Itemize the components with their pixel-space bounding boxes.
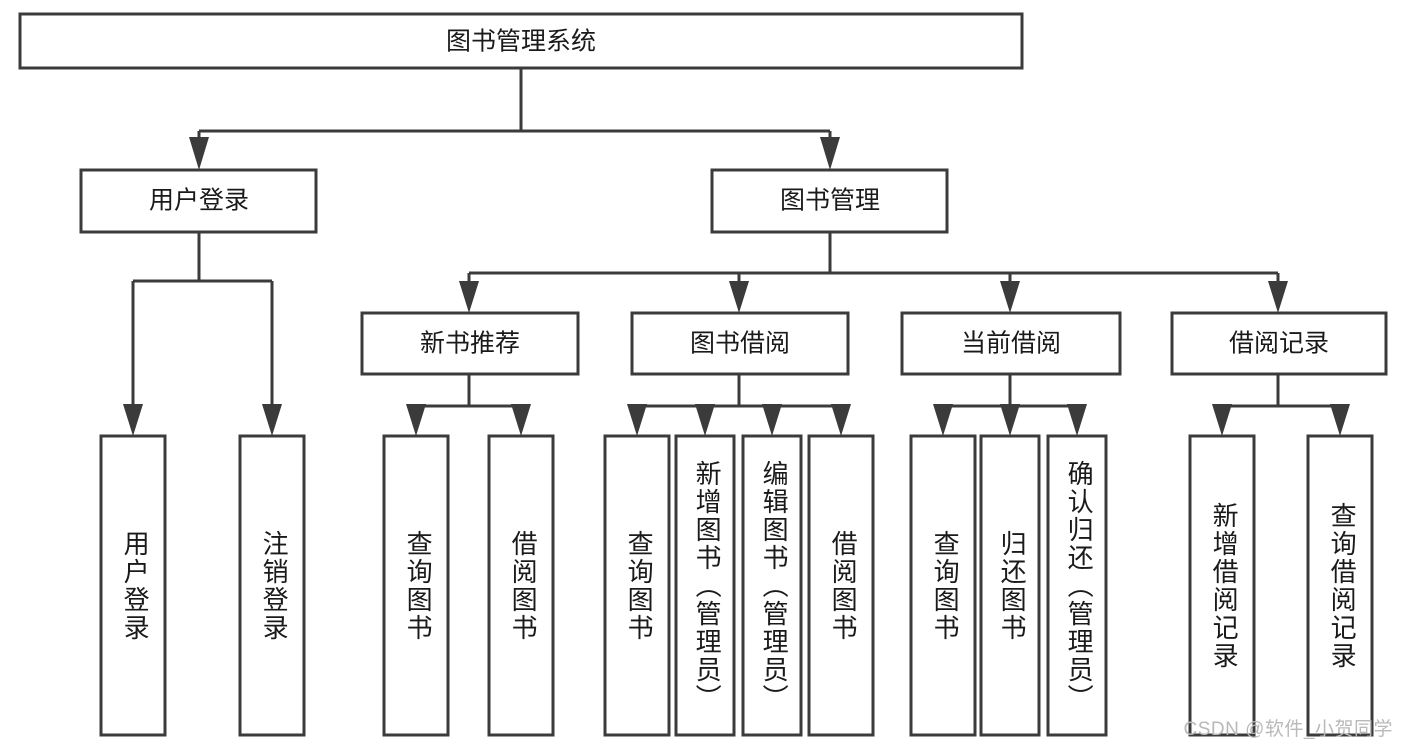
node-leaf-confirm-return-label: 确认归还（管理员） xyxy=(1064,460,1094,712)
arrowhead-leaf-query-book-2 xyxy=(627,404,647,436)
arrowhead-leaf-add-record xyxy=(1212,404,1232,436)
node-leaf-query-book-2-box[interactable] xyxy=(603,434,671,737)
node-book-management[interactable]: 图书管理 xyxy=(710,168,949,234)
node-leaf-query-record[interactable]: 查询借阅记录 xyxy=(1306,434,1374,737)
node-leaf-return-book[interactable]: 归还图书 xyxy=(979,434,1041,737)
connector-layer xyxy=(123,68,1350,436)
node-book-borrow-box[interactable] xyxy=(630,311,850,376)
node-leaf-query-book-3-label: 查询图书 xyxy=(930,530,960,642)
arrowhead-leaf-user-login xyxy=(123,404,143,436)
arrowhead-current-borrow xyxy=(1000,281,1020,313)
node-leaf-query-book-1-box[interactable] xyxy=(382,434,450,737)
node-leaf-query-record-label: 查询借阅记录 xyxy=(1327,502,1357,670)
arrowhead-leaf-return-book xyxy=(1000,404,1020,436)
node-borrow-record[interactable]: 借阅记录 xyxy=(1170,311,1388,376)
node-root[interactable]: 图书管理系统 xyxy=(18,12,1024,70)
node-root-box[interactable] xyxy=(18,12,1024,70)
node-leaf-borrow-book-2-label: 借阅图书 xyxy=(828,530,858,642)
node-new-book-recommend[interactable]: 新书推荐 xyxy=(360,311,580,376)
node-leaf-add-record-box[interactable] xyxy=(1188,434,1256,737)
arrowhead-borrow-record xyxy=(1268,281,1288,313)
arrowhead-leaf-borrow-book-2 xyxy=(831,404,851,436)
arrowhead-book-management xyxy=(820,137,840,170)
arrowhead-leaf-borrow-book-1 xyxy=(511,404,531,436)
node-current-borrow-box[interactable] xyxy=(900,311,1122,376)
node-leaf-query-book-3-box[interactable] xyxy=(909,434,977,737)
arrowhead-leaf-query-record xyxy=(1330,404,1350,436)
arrowhead-leaf-confirm-return xyxy=(1067,404,1087,436)
node-leaf-add-book-label: 新增图书（管理员） xyxy=(692,460,722,712)
node-leaf-borrow-book-1-box[interactable] xyxy=(487,434,555,737)
node-leaf-edit-book[interactable]: 编辑图书（管理员） xyxy=(741,434,803,737)
arrowhead-leaf-add-book xyxy=(695,404,715,436)
node-book-borrow[interactable]: 图书借阅 xyxy=(630,311,850,376)
node-borrow-record-label: 借阅记录 xyxy=(1229,330,1329,358)
arrowhead-leaf-query-book-1 xyxy=(406,404,426,436)
node-user-login-box[interactable] xyxy=(79,168,318,234)
arrowhead-leaf-logout xyxy=(262,404,282,436)
node-leaf-add-book[interactable]: 新增图书（管理员） xyxy=(674,434,736,737)
node-leaf-confirm-return-box[interactable] xyxy=(1046,434,1108,737)
node-leaf-borrow-book-2-box[interactable] xyxy=(807,434,875,737)
node-leaf-logout[interactable]: 注销登录 xyxy=(238,434,306,737)
node-leaf-user-login-box[interactable] xyxy=(99,434,167,737)
node-leaf-query-record-box[interactable] xyxy=(1306,434,1374,737)
node-current-borrow-label: 当前借阅 xyxy=(961,330,1061,358)
node-new-book-recommend-label: 新书推荐 xyxy=(420,330,520,358)
node-leaf-query-book-1[interactable]: 查询图书 xyxy=(382,434,450,737)
arrowhead-user-login xyxy=(189,137,209,170)
node-root-label: 图书管理系统 xyxy=(446,28,596,56)
node-leaf-borrow-book-2[interactable]: 借阅图书 xyxy=(807,434,875,737)
arrowhead-new-book-recommend xyxy=(459,281,479,313)
node-book-borrow-label: 图书借阅 xyxy=(690,330,790,358)
node-leaf-logout-box[interactable] xyxy=(238,434,306,737)
node-leaf-query-book-2-label: 查询图书 xyxy=(624,530,654,642)
node-leaf-add-book-box[interactable] xyxy=(674,434,736,737)
node-leaf-edit-book-box[interactable] xyxy=(741,434,803,737)
arrowhead-leaf-edit-book xyxy=(762,404,782,436)
node-leaf-query-book-1-label: 查询图书 xyxy=(403,530,433,642)
node-leaf-query-book-3[interactable]: 查询图书 xyxy=(909,434,977,737)
node-leaf-user-login[interactable]: 用户登录 xyxy=(99,434,167,737)
node-leaf-add-record[interactable]: 新增借阅记录 xyxy=(1188,434,1256,737)
node-leaf-user-login-label: 用户登录 xyxy=(120,530,150,642)
node-leaf-add-record-label: 新增借阅记录 xyxy=(1209,502,1239,670)
node-leaf-borrow-book-1-label: 借阅图书 xyxy=(508,530,538,642)
node-leaf-borrow-book-1[interactable]: 借阅图书 xyxy=(487,434,555,737)
node-book-management-box[interactable] xyxy=(710,168,949,234)
arrowhead-book-borrow xyxy=(729,281,749,313)
node-leaf-query-book-2[interactable]: 查询图书 xyxy=(603,434,671,737)
node-leaf-confirm-return[interactable]: 确认归还（管理员） xyxy=(1046,434,1108,737)
node-new-book-recommend-box[interactable] xyxy=(360,311,580,376)
node-leaf-return-book-box[interactable] xyxy=(979,434,1041,737)
arrowhead-leaf-query-book-3 xyxy=(933,404,953,436)
node-user-login-label: 用户登录 xyxy=(149,187,249,215)
node-borrow-record-box[interactable] xyxy=(1170,311,1388,376)
node-user-login[interactable]: 用户登录 xyxy=(79,168,318,234)
node-leaf-return-book-label: 归还图书 xyxy=(997,530,1027,642)
node-book-management-label: 图书管理 xyxy=(780,187,880,215)
node-leaf-logout-label: 注销登录 xyxy=(259,530,289,642)
node-current-borrow[interactable]: 当前借阅 xyxy=(900,311,1122,376)
node-leaf-edit-book-label: 编辑图书（管理员） xyxy=(759,460,789,712)
